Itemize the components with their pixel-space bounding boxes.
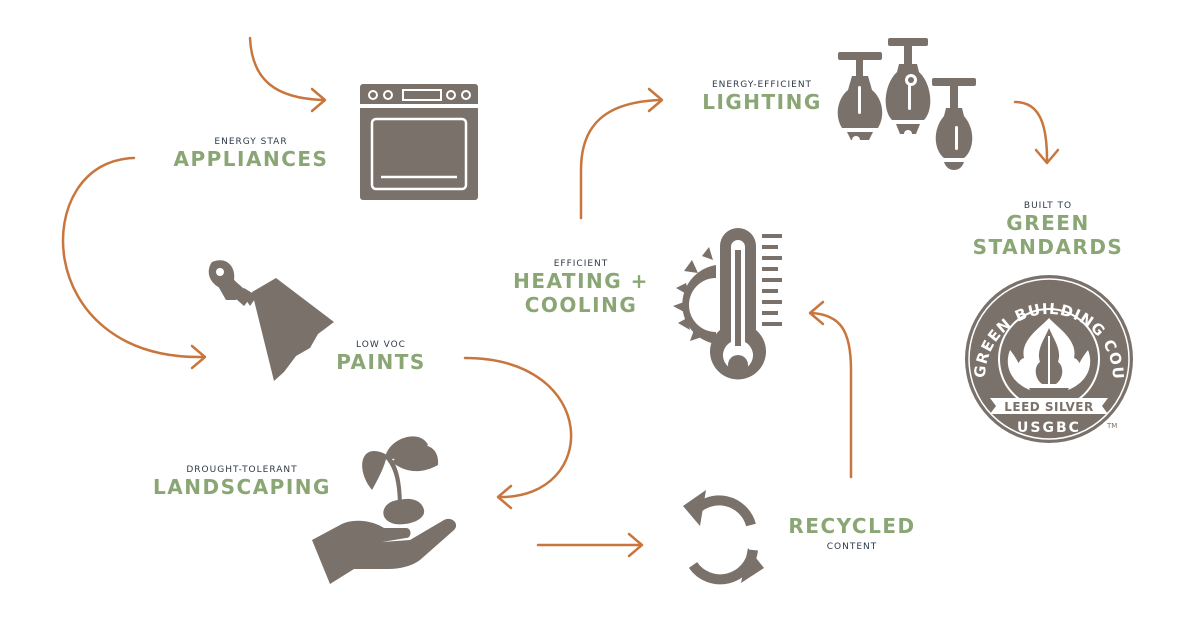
node-sublabel: EFFICIENT xyxy=(553,259,609,269)
seal-ring-text: U.S. GREEN BUILDING COUNCIL xyxy=(0,0,1127,380)
node-sublabel: ENERGY STAR xyxy=(214,137,288,147)
node-title: LIGHTING xyxy=(702,90,822,114)
node-heating-cooling: EFFICIENT HEATING + COOLING xyxy=(500,259,662,317)
node-recycled: RECYCLED CONTENT xyxy=(778,514,926,552)
plant-in-hand-icon xyxy=(312,436,457,584)
thermometer-sun-icon xyxy=(673,228,782,380)
pendant-lights-icon xyxy=(837,38,976,170)
node-lighting: ENERGY-EFFICIENT LIGHTING xyxy=(680,80,844,114)
node-title: PAINTS xyxy=(336,350,426,374)
node-paints: LOW VOC PAINTS xyxy=(320,340,442,374)
node-sublabel: DROUGHT-TOLERANT xyxy=(186,465,298,475)
node-title: APPLIANCES xyxy=(173,147,329,171)
paintbrush-icon xyxy=(208,258,334,381)
recycle-arrows-icon xyxy=(683,490,764,585)
arrow-heating-to-lighting xyxy=(579,87,664,220)
node-sublabel: CONTENT xyxy=(826,542,878,552)
arrow-landscaping-to-recycled xyxy=(536,532,644,558)
arrow-paints-to-landscaping xyxy=(463,356,573,510)
node-sublabel: ENERGY-EFFICIENT xyxy=(711,80,813,90)
node-title-line2: STANDARDS xyxy=(972,235,1124,259)
seal-trademark: TM xyxy=(1106,422,1117,430)
oven-icon xyxy=(360,84,478,200)
node-green-standards: BUILT TO GREEN STANDARDS xyxy=(960,201,1136,259)
seal-bottom-text: USGBC xyxy=(1017,420,1081,436)
node-title-line2: COOLING xyxy=(524,293,638,317)
node-title: LANDSCAPING xyxy=(153,475,331,499)
arrow-appliances-to-paints xyxy=(61,156,207,370)
node-title: RECYCLED xyxy=(788,514,916,538)
arrow-top-into-appliances xyxy=(248,36,327,113)
node-title-line1: HEATING + xyxy=(513,269,649,293)
node-appliances: ENERGY STAR APPLIANCES xyxy=(160,137,342,171)
arrow-recycled-to-heating xyxy=(808,300,853,479)
node-title-line1: GREEN xyxy=(1006,211,1090,235)
node-sublabel: LOW VOC xyxy=(356,340,406,350)
node-sublabel: BUILT TO xyxy=(1023,201,1073,211)
node-landscaping: DROUGHT-TOLERANT LANDSCAPING xyxy=(140,465,344,499)
seal-ribbon-text: LEED SILVER xyxy=(1004,400,1094,414)
arrow-lighting-to-green xyxy=(1013,100,1060,165)
